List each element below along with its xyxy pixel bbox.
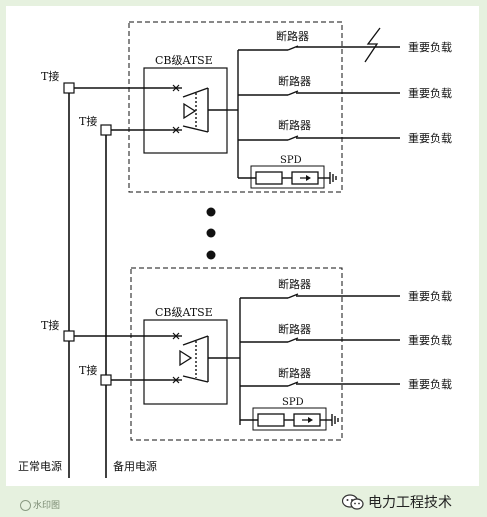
tap-4-box	[100, 374, 112, 386]
module-2-atse-box	[143, 319, 228, 405]
tap-4-label: T接	[79, 364, 97, 377]
module-1-breaker-2-label: 断路器	[278, 74, 311, 88]
module-1-frame	[128, 21, 343, 193]
module-2: CB级ATSE 断路器 断路器 断路器 SPD 重要负载 重要负载 重要负载	[63, 267, 452, 441]
module-2-breaker-3-label: 断路器	[278, 366, 311, 380]
module-2-frame	[130, 267, 343, 441]
module-1-spd-element-1	[255, 171, 283, 185]
module-2-load-3-label: 重要负载	[408, 377, 452, 391]
module-1-breaker-1-label: 断路器	[276, 29, 309, 43]
module-1-breaker-3-label: 断路器	[278, 118, 311, 132]
module-2-spd-frame	[252, 407, 327, 431]
module-2-spd-element-1	[257, 413, 285, 427]
continuation-dots	[206, 207, 216, 260]
tap-2-label: T接	[79, 115, 97, 128]
watermark-icon	[20, 500, 31, 511]
module-2-breaker-2-label: 断路器	[278, 322, 311, 336]
module-1-load-3-label: 重要负载	[408, 131, 452, 145]
module-2-atse-label: CB级ATSE	[155, 306, 213, 319]
module-2-load-2-label: 重要负载	[408, 333, 452, 347]
brand: 电力工程技术	[341, 492, 452, 512]
module-1: CB级ATSE 断路器 断路器 断路器 SPD 重要负载 重要负载 重要负载	[63, 21, 452, 193]
tap-3-box	[63, 330, 75, 342]
tap-1-label: T接	[41, 70, 59, 83]
module-2-breaker-1-label: 断路器	[278, 277, 311, 291]
module-1-load-1-label: 重要负载	[408, 40, 452, 54]
brand-name: 电力工程技术	[368, 495, 452, 511]
tap-2-box	[100, 124, 112, 136]
module-2-load-1-label: 重要负载	[408, 289, 452, 303]
diagram-panel	[6, 6, 479, 486]
lightning-icon	[364, 27, 381, 63]
module-1-spd-label: SPD	[280, 155, 302, 166]
tap-1-box	[63, 82, 75, 94]
module-2-spd-label: SPD	[282, 397, 304, 408]
watermark-text: 水印图	[33, 501, 61, 511]
tap-3-label: T接	[41, 319, 59, 332]
wechat-icon	[341, 494, 364, 510]
module-1-atse-label: CB级ATSE	[155, 54, 213, 67]
module-1-load-2-label: 重要负载	[408, 86, 452, 100]
standby-source-label: 备用电源	[113, 459, 157, 473]
watermark: 水印图	[20, 498, 60, 511]
module-1-spd-frame	[250, 165, 325, 189]
normal-source-label: 正常电源	[18, 459, 62, 473]
